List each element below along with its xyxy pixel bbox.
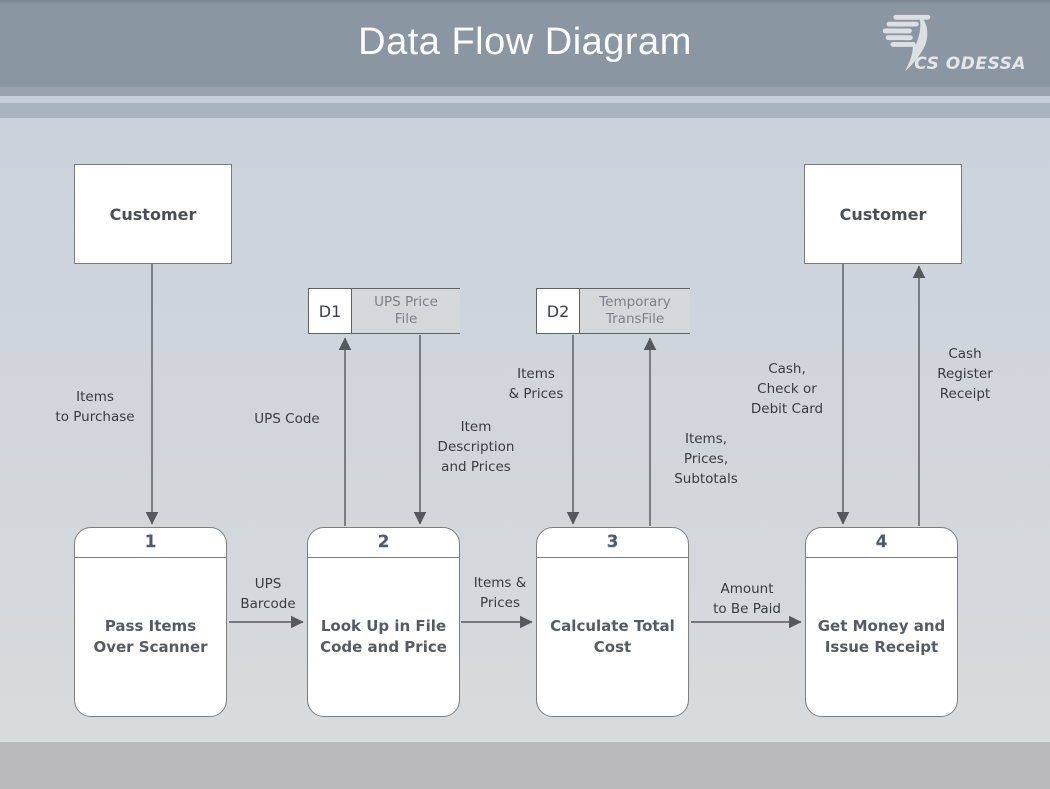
- store-name-cell: UPS Price File: [352, 288, 460, 334]
- process-4: 4 Get Money and Issue Receipt: [805, 527, 958, 717]
- store-name-cell: Temporary TransFile: [580, 288, 690, 334]
- flow-label-cash-register-receipt: Cash Register Receipt: [937, 346, 993, 402]
- process-2: 2 Look Up in File Code and Price: [307, 527, 460, 717]
- process-label: Pass Items Over Scanner: [93, 617, 208, 656]
- entity-label: Customer: [839, 204, 927, 224]
- external-entity-customer-right: Customer: [804, 164, 962, 264]
- external-entity-customer-left: Customer: [74, 164, 232, 264]
- process-number: 1: [75, 528, 226, 558]
- flow-label-items-prices: Items & Prices: [473, 575, 527, 611]
- flow-label-item-description: Item Description and Prices: [437, 419, 515, 475]
- flow-label-ups-barcode: UPS Barcode: [240, 576, 296, 612]
- flow-label-amount-to-be-paid: Amount to Be Paid: [713, 581, 781, 617]
- divider-band-light: [0, 96, 1050, 103]
- process-label: Look Up in File Code and Price: [320, 617, 447, 656]
- process-label: Calculate Total Cost: [550, 617, 675, 656]
- flow-label-cash-check-debit: Cash, Check or Debit Card: [750, 361, 824, 417]
- cs-odessa-logo: CS ODESSA: [866, 12, 1026, 84]
- flow-label-ups-code: UPS Code: [254, 411, 320, 427]
- page-title: Data Flow Diagram: [358, 21, 692, 63]
- flow-label-items-prices-store: Items & Prices: [508, 366, 564, 402]
- logo-text: CS ODESSA: [914, 54, 1026, 74]
- process-number: 4: [806, 528, 957, 558]
- tornado-icon: [882, 14, 931, 72]
- store-id-cell: D2: [536, 288, 580, 334]
- process-label: Get Money and Issue Receipt: [817, 617, 946, 656]
- divider-band-medium: [0, 103, 1050, 118]
- flow-label-subtotals: Items, Prices, Subtotals: [674, 431, 738, 487]
- process-1: 1 Pass Items Over Scanner: [74, 527, 227, 717]
- header-band: [0, 0, 1050, 96]
- process-3: 3 Calculate Total Cost: [536, 527, 689, 717]
- process-number: 2: [308, 528, 459, 558]
- flow-label-items-to-purchase: Items to Purchase: [55, 389, 135, 425]
- footer-band: [0, 742, 1050, 789]
- process-number: 3: [537, 528, 688, 558]
- entity-label: Customer: [109, 204, 197, 224]
- store-id-cell: D1: [308, 288, 352, 334]
